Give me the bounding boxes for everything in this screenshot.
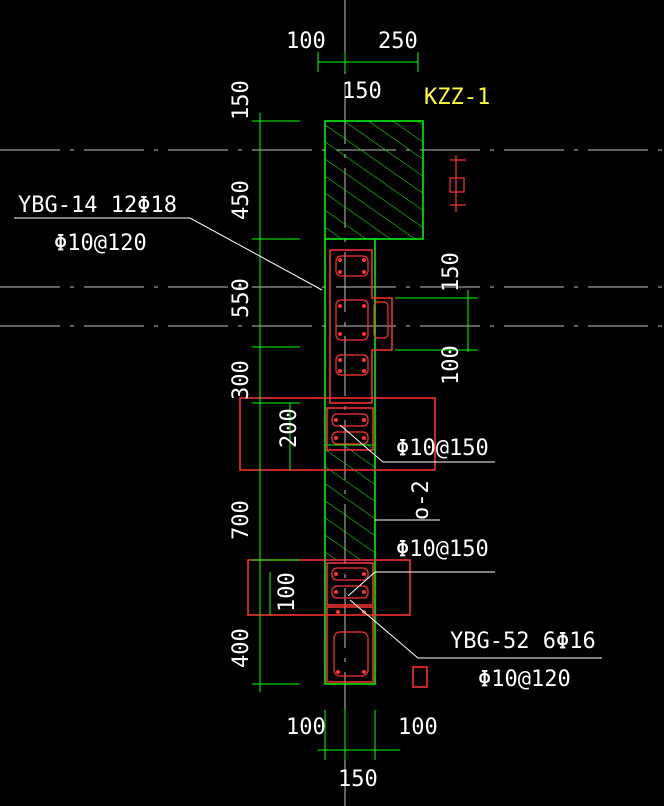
concrete-cap — [324, 120, 424, 240]
ybg52-label: YBG-52 6Φ16 — [450, 629, 596, 654]
dim-bottom-100b: 100 — [398, 715, 438, 740]
hatched-wall-segment — [324, 444, 376, 561]
dim-inner-200: 200 — [277, 408, 302, 448]
dim-left-300: 300 — [229, 360, 254, 400]
section-marker-icon — [449, 155, 466, 212]
section-mark-label: o-2 — [409, 480, 434, 520]
column-outline — [324, 239, 376, 685]
dim-left-450: 450 — [229, 180, 254, 220]
rebar-dots — [334, 258, 366, 674]
annotation-texts: KZZ-1 YBG-14 12Φ18 Φ10@120 Φ10@150 o-2 Φ… — [18, 85, 596, 692]
stirrups — [331, 255, 389, 677]
dim-top-150: 150 — [342, 79, 382, 104]
dim-left-400: 400 — [229, 628, 254, 668]
dim-inner-100: 100 — [275, 572, 300, 612]
dim-bottom-150: 150 — [338, 767, 378, 792]
dim-left-550: 550 — [229, 278, 254, 318]
dim-right-150: 150 — [439, 252, 464, 292]
leader-lines — [14, 217, 602, 659]
column-sections — [239, 249, 436, 688]
dim-left-700: 700 — [229, 500, 254, 540]
dimension-lines — [252, 52, 478, 760]
ybg52-stirrup-label: Φ10@120 — [478, 667, 571, 692]
stirrup-upper-label: Φ10@150 — [396, 436, 489, 461]
ybg14-stirrup-label: Φ10@120 — [54, 231, 147, 256]
dim-right-100: 100 — [439, 345, 464, 385]
dim-left-150: 150 — [229, 80, 254, 120]
dim-bottom-100a: 100 — [286, 715, 326, 740]
dimension-texts: 100 250 150 100 100 150 150 450 550 300 … — [229, 29, 464, 792]
dim-top-100: 100 — [286, 29, 326, 54]
drawing-title: KZZ-1 — [424, 85, 490, 110]
dim-top-250: 250 — [378, 29, 418, 54]
ybg14-label: YBG-14 12Φ18 — [18, 193, 177, 218]
stirrup-lower-label: Φ10@150 — [396, 537, 489, 562]
